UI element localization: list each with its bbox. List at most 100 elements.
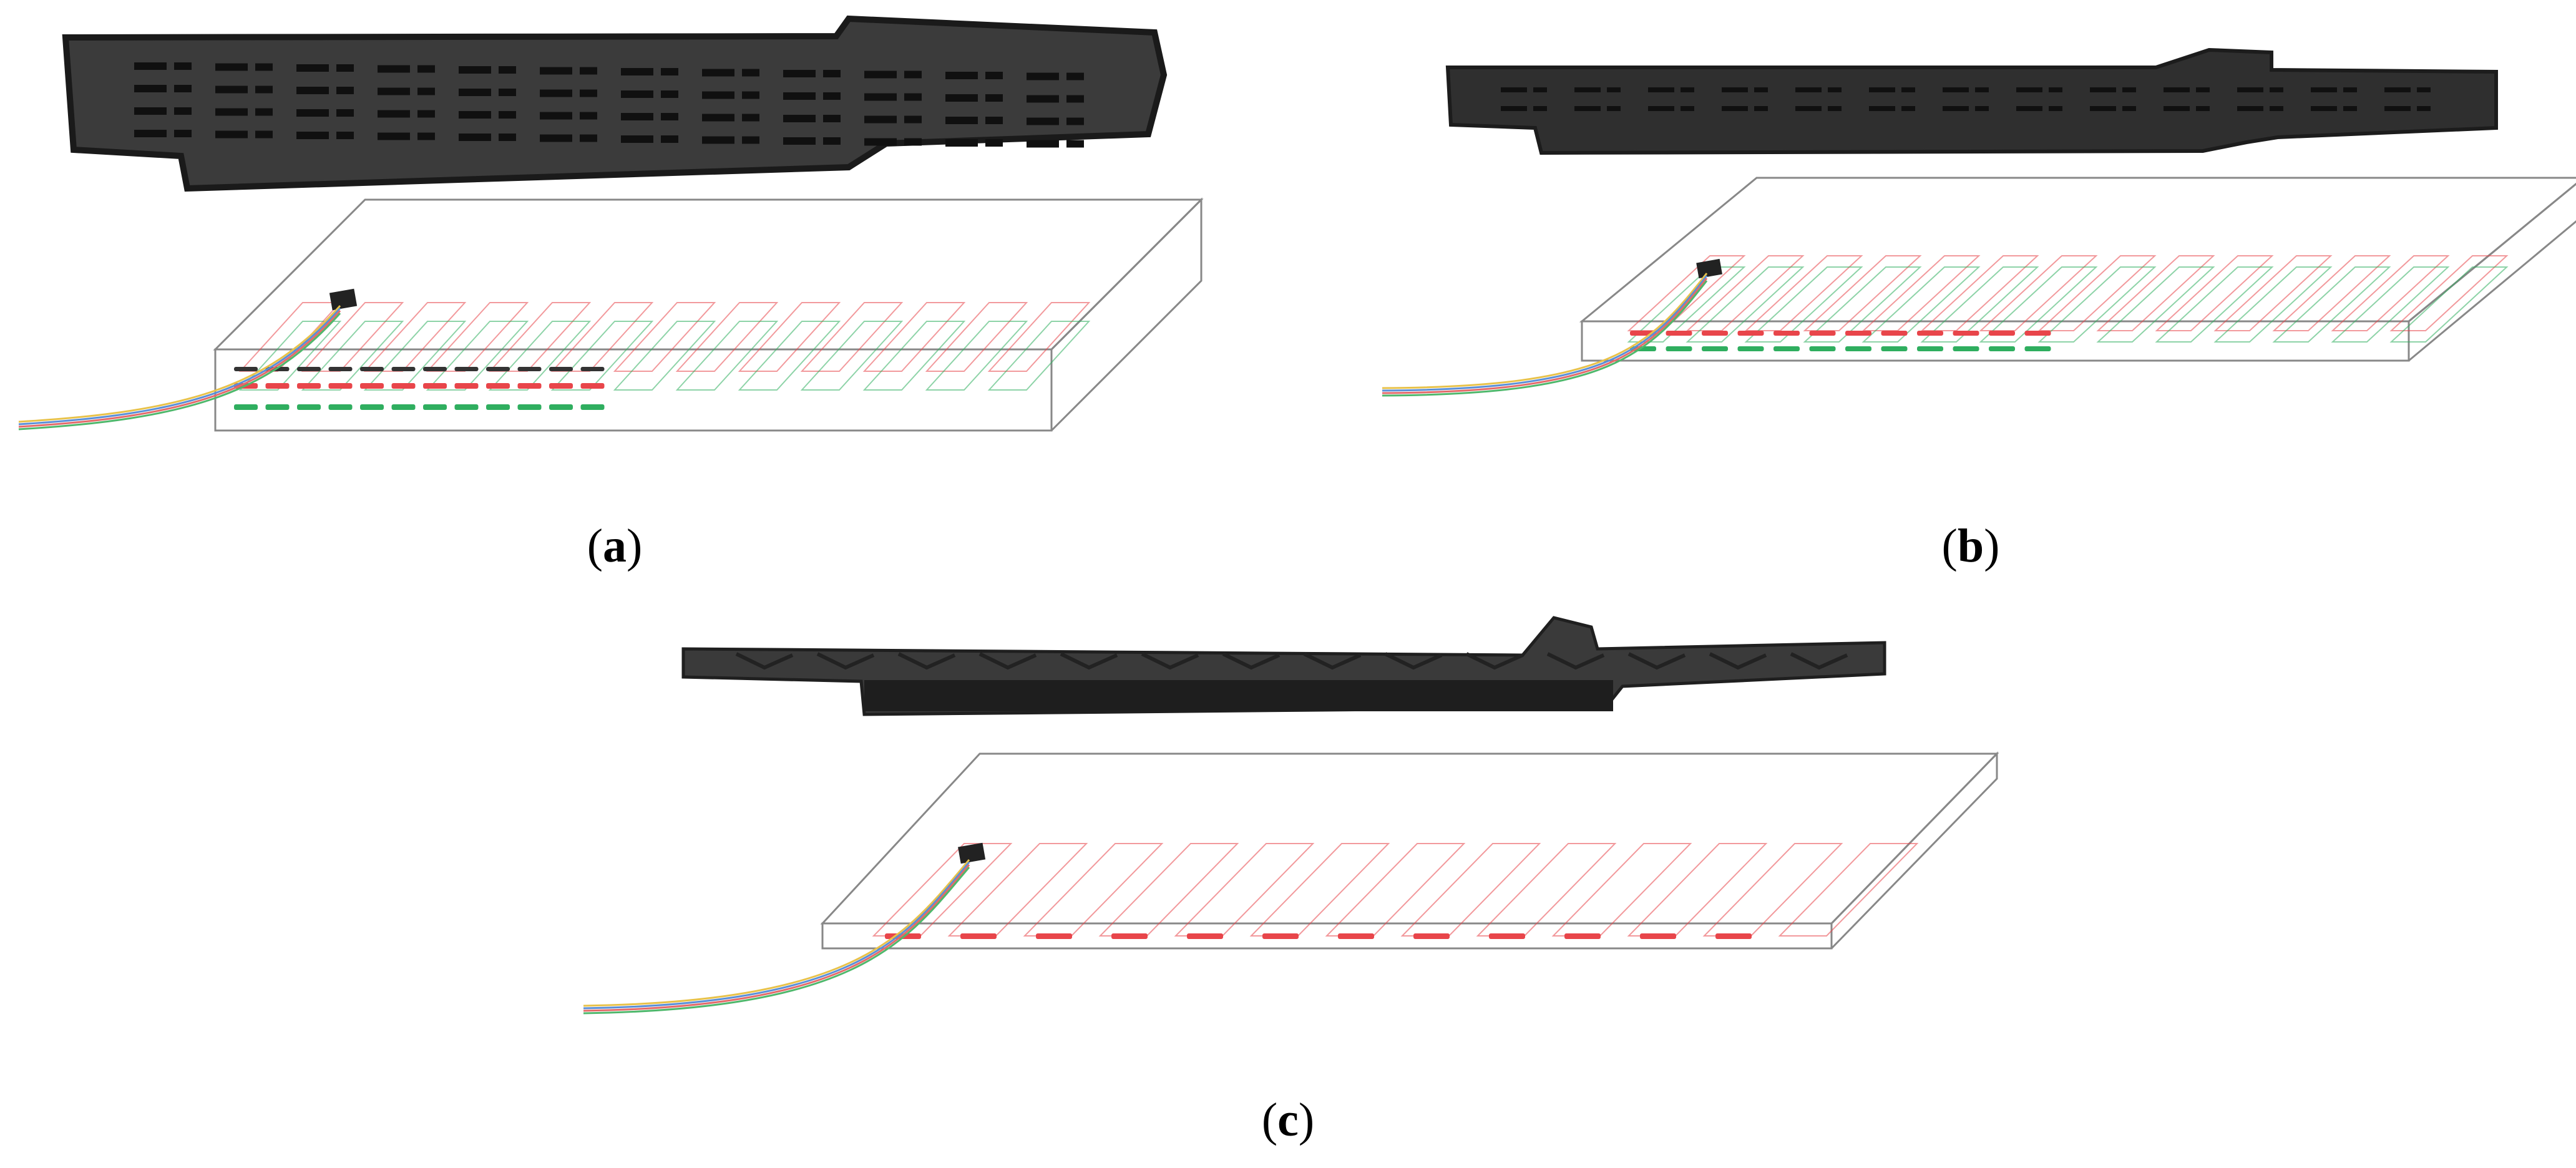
panel-a-red-mark [391, 383, 416, 389]
panel-a-green-mark [234, 404, 258, 410]
panel-b-channel [1627, 266, 1746, 343]
panel-c-channel [1325, 843, 1466, 937]
panel-a-slot [378, 132, 410, 140]
panel-a-slot [702, 114, 734, 122]
panel-b-channel [2331, 255, 2450, 331]
panel-a-channel [613, 321, 716, 391]
panel-a-channel [987, 321, 1091, 391]
panel-a-channel-lines [238, 302, 1091, 391]
panel-b-slot [1795, 87, 1822, 92]
panel-b-slot [1901, 106, 1915, 111]
panel-a-red-mark [454, 383, 479, 389]
panel-b-box-top [1579, 177, 2576, 323]
panel-b-channel [1920, 255, 2039, 331]
panel-b-green-mark [1702, 346, 1728, 351]
panel-b-slot [2016, 87, 2042, 92]
panel-b-slot [1795, 106, 1822, 111]
panel-a-slot [296, 64, 329, 72]
panel-b-channel [1861, 266, 1981, 343]
panel-b-slot [1574, 87, 1601, 92]
panel-a-slot [255, 85, 273, 94]
panel-c-rib [1627, 652, 1686, 670]
panel-c-rib [897, 652, 956, 670]
panel-b-green-mark [1809, 346, 1836, 351]
panel-c-channel [1249, 843, 1390, 937]
panel-c-channel [1476, 843, 1617, 937]
panel-a-channel [426, 321, 529, 391]
panel-a-channel [488, 321, 592, 391]
panel-a-slot [255, 63, 273, 71]
panel-a-slot [945, 94, 978, 102]
panel-a-slot [459, 134, 491, 141]
panel-b-channel [2037, 255, 2157, 331]
panel-b-green-mark [1737, 346, 1764, 351]
panel-b-slot [2122, 87, 2136, 92]
panel-a-slot [702, 136, 734, 144]
panel-b-channel [2389, 266, 2509, 343]
panel-b-channel [2213, 255, 2333, 331]
panel-b-label-letter: b [1958, 520, 1984, 572]
panel-a-slot [134, 85, 167, 92]
panel-a-slot [174, 107, 192, 115]
panel-b-slot [1869, 106, 1895, 111]
panel-a-black-mark [580, 367, 605, 371]
panel-a-slot [378, 65, 410, 73]
panel-b-box-front [1581, 320, 2410, 362]
panel-c-channel [1174, 843, 1315, 937]
panel-a-slot [417, 87, 435, 95]
panel-a-channel [675, 302, 779, 372]
panel-b-slot [2270, 106, 2283, 111]
panel-a-electrode-marks [234, 367, 605, 410]
panel-a-slot-grid [134, 62, 1084, 148]
panel-b-slot [2311, 87, 2337, 92]
panel-b-red-mark [1917, 331, 1943, 336]
panel-a-slot [296, 109, 329, 117]
panel-c-label: (c) [1262, 1094, 1314, 1146]
panel-a-slot [985, 94, 1003, 102]
panel-a-slot [215, 85, 248, 94]
panel-a-slot [1027, 117, 1059, 125]
panel-c-rib [1546, 652, 1605, 670]
panel-a-slot [580, 134, 597, 142]
panel-c-rib [816, 652, 875, 670]
panel-a-slot [540, 67, 572, 75]
panel-a-slot [580, 112, 597, 120]
panel-a-slot [215, 130, 248, 139]
panel-a-slot [499, 111, 516, 119]
panel-a-slot [742, 91, 759, 99]
panel-c-red-mark [1262, 933, 1299, 939]
panel-a-channel [738, 302, 841, 372]
panel-a-slot [783, 137, 816, 145]
panel-c-rib [1303, 652, 1362, 670]
panel-a-slot [499, 66, 516, 74]
panel-a-slot [823, 92, 841, 100]
panel-a-slot [296, 132, 329, 139]
panel-c-wire [583, 864, 970, 1012]
panel-a-black-mark [234, 367, 258, 371]
panel-a-label-letter: a [603, 520, 627, 572]
panel-a-slot [580, 67, 597, 75]
panel-c-rib [1790, 652, 1848, 670]
panel-b-label: (b) [1942, 520, 2000, 572]
panel-a-black-mark [391, 367, 416, 371]
panel-a-slot [1066, 95, 1084, 103]
panel-b-slot [1901, 87, 1915, 92]
panel-b-slot [2164, 106, 2190, 111]
panel-a: (a) [18, 15, 1204, 572]
panel-b-slot [1722, 106, 1748, 111]
panel-a-cable [18, 305, 341, 431]
panel-b-slot [2049, 106, 2062, 111]
panel-a-channel [613, 302, 716, 372]
panel-c-ribs [735, 652, 1848, 670]
panel-b-slot [2417, 106, 2431, 111]
panel-a-slot [945, 72, 978, 79]
panel-b-wire [1382, 273, 1708, 389]
panel-a-black-mark [297, 367, 321, 371]
panel-a-slot [904, 93, 922, 101]
panel-a-slot [336, 87, 354, 94]
panel-b-slot [1681, 106, 1694, 111]
panel-b-red-mark [1666, 331, 1692, 336]
panel-b-red-mark [1737, 331, 1764, 336]
panel-c-channel-lines [872, 843, 1919, 937]
panel-a-slot [621, 113, 653, 120]
